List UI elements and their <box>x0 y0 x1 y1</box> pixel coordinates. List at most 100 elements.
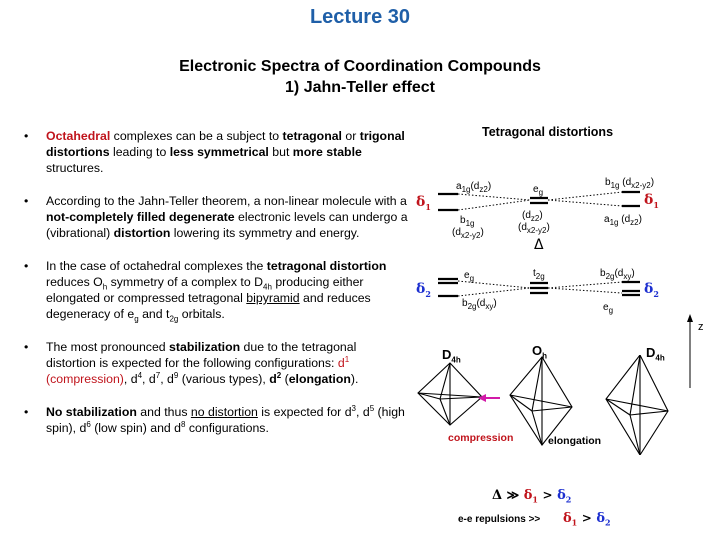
bullet-dot-icon: • <box>24 340 29 354</box>
label-t2g-center: t2g <box>533 268 545 281</box>
keyword: not-completely filled degenerate <box>46 210 235 224</box>
subscript: 2g <box>169 314 179 324</box>
subscript: 4h <box>263 282 272 292</box>
text: is expected for d <box>257 405 352 419</box>
delta2-left: δ2 <box>416 281 431 299</box>
text: (various types), <box>178 372 270 386</box>
relation-ee-label: e-e repulsions >> <box>458 514 541 525</box>
text: In the case of octahedral complexes the <box>46 259 267 273</box>
superscript: 1 <box>344 354 350 364</box>
text: electronic levels can undergo a (vibrati… <box>46 210 408 240</box>
delta1-left: δ1 <box>416 194 431 212</box>
d4h-left-label: D4h <box>442 347 461 365</box>
elongation-caption: elongation <box>548 435 602 447</box>
slide-subtitle: Electronic Spectra of Coordination Compo… <box>80 56 640 98</box>
label-a1g-right: a1g (dz2) <box>604 214 642 227</box>
bullet-item: • In the case of octahedral complexes th… <box>24 258 408 324</box>
keyword: No stabilization <box>46 405 137 419</box>
superscript: 8 <box>181 419 186 429</box>
bullet-item: • According to the Jahn-Teller theorem, … <box>24 193 408 241</box>
config-d1: d <box>337 356 345 370</box>
bullet-list: • Octahedral complexes can be a subject … <box>24 128 408 453</box>
text: or <box>341 129 360 143</box>
text: complexes can be a subject to <box>110 129 283 143</box>
subscript: h <box>102 282 108 292</box>
text: (high spin), d <box>46 405 405 435</box>
text: and reduces degeneracy of e <box>46 291 371 321</box>
bullet-dot-icon: • <box>24 129 29 143</box>
text: symmetry of a complex to D <box>107 275 263 289</box>
label-eg-right: eg <box>603 302 614 315</box>
z-axis-arrow-icon <box>687 314 693 388</box>
text: lowering its symmetry and energy. <box>170 226 360 240</box>
keyword: trigonal distortions <box>46 129 405 159</box>
compression-note: (compression) <box>46 372 124 386</box>
superscript: 2 <box>276 370 282 380</box>
geometry-shapes <box>417 355 669 455</box>
oh-label: Oh <box>532 343 548 361</box>
bullet-dot-icon: • <box>24 405 29 419</box>
underlined-text: bipyramid <box>246 291 300 305</box>
d4h-right-label: D4h <box>646 345 665 363</box>
subtitle-line-2: 1) Jahn-Teller effect <box>285 79 435 96</box>
z-axis-label: z <box>698 321 704 333</box>
keyword: more stable <box>292 145 362 159</box>
relation-ee: δ1 > δ2 <box>563 511 611 528</box>
text: producing either elongated or compressed… <box>46 275 364 305</box>
text: The most pronounced <box>46 340 170 354</box>
label-eg-center: eg <box>533 184 544 197</box>
superscript: 3 <box>351 403 356 413</box>
bullet-item: • No stabilization and thus no distortio… <box>24 404 408 436</box>
elongated-bipyramid-icon <box>605 355 669 455</box>
text: , d <box>356 405 370 419</box>
bullet-dot-icon: • <box>24 194 29 208</box>
label-a1g-left: a1g(dz2) <box>456 181 492 194</box>
label-dx2-center: (dx2-y2) <box>518 222 550 235</box>
text: , d <box>123 372 138 386</box>
superscript: 7 <box>155 370 161 380</box>
text: According to the Jahn-Teller theorem, a … <box>46 194 407 208</box>
label-dz2-center: (dz2) <box>522 210 543 223</box>
text: reduces O <box>46 275 103 289</box>
superscript: 6 <box>86 419 91 429</box>
text: structures. <box>46 161 104 175</box>
keyword: stabilization <box>169 340 241 354</box>
energy-level-diagram <box>438 190 640 298</box>
octahedron-icon <box>509 356 573 446</box>
delta-octahedral: Δ <box>534 237 544 253</box>
label-b2g-left: b2g(dxy) <box>462 298 497 311</box>
underlined-text: no distortion <box>190 405 258 419</box>
bullet-item: • Octahedral complexes can be a subject … <box>24 128 408 176</box>
delta1-right: δ1 <box>644 192 659 210</box>
keyword: tetragonal <box>282 129 342 143</box>
delta2-right: δ2 <box>644 281 659 299</box>
text: , d <box>160 372 174 386</box>
text: and thus <box>136 405 191 419</box>
text: , d <box>142 372 156 386</box>
keyword: distortion <box>113 226 171 240</box>
keyword: Octahedral <box>46 129 111 143</box>
text: ). <box>350 372 359 386</box>
bullet-item: • The most pronounced stabilization due … <box>24 339 408 387</box>
keyword: tetragonal distortion <box>266 259 387 273</box>
text: leading to <box>109 145 170 159</box>
compressed-bipyramid-icon <box>417 362 483 426</box>
label-b1g-left-orbital: (dx2-y2) <box>452 227 484 240</box>
relation-delta: Δ ≫ δ1 > δ2 <box>492 488 572 505</box>
subscript: g <box>134 314 139 324</box>
superscript: 9 <box>173 370 179 380</box>
label-b1g-left: b1g <box>460 215 475 228</box>
slide-title: Lecture 30 <box>309 6 411 28</box>
config-d2: d <box>269 372 277 386</box>
text: orbitals. <box>178 307 225 321</box>
text: ( <box>281 372 289 386</box>
text: but <box>268 145 293 159</box>
keyword: less symmetrical <box>169 145 269 159</box>
bullet-dot-icon: • <box>24 259 29 273</box>
text: configurations. <box>185 421 269 435</box>
diagram-title: Tetragonal distortions <box>482 125 614 139</box>
keyword: elongation <box>288 372 351 386</box>
subtitle-line-1: Electronic Spectra of Coordination Compo… <box>179 58 541 75</box>
compression-caption: compression <box>448 432 514 444</box>
label-b2g-right: b2g(dxy) <box>600 268 635 281</box>
